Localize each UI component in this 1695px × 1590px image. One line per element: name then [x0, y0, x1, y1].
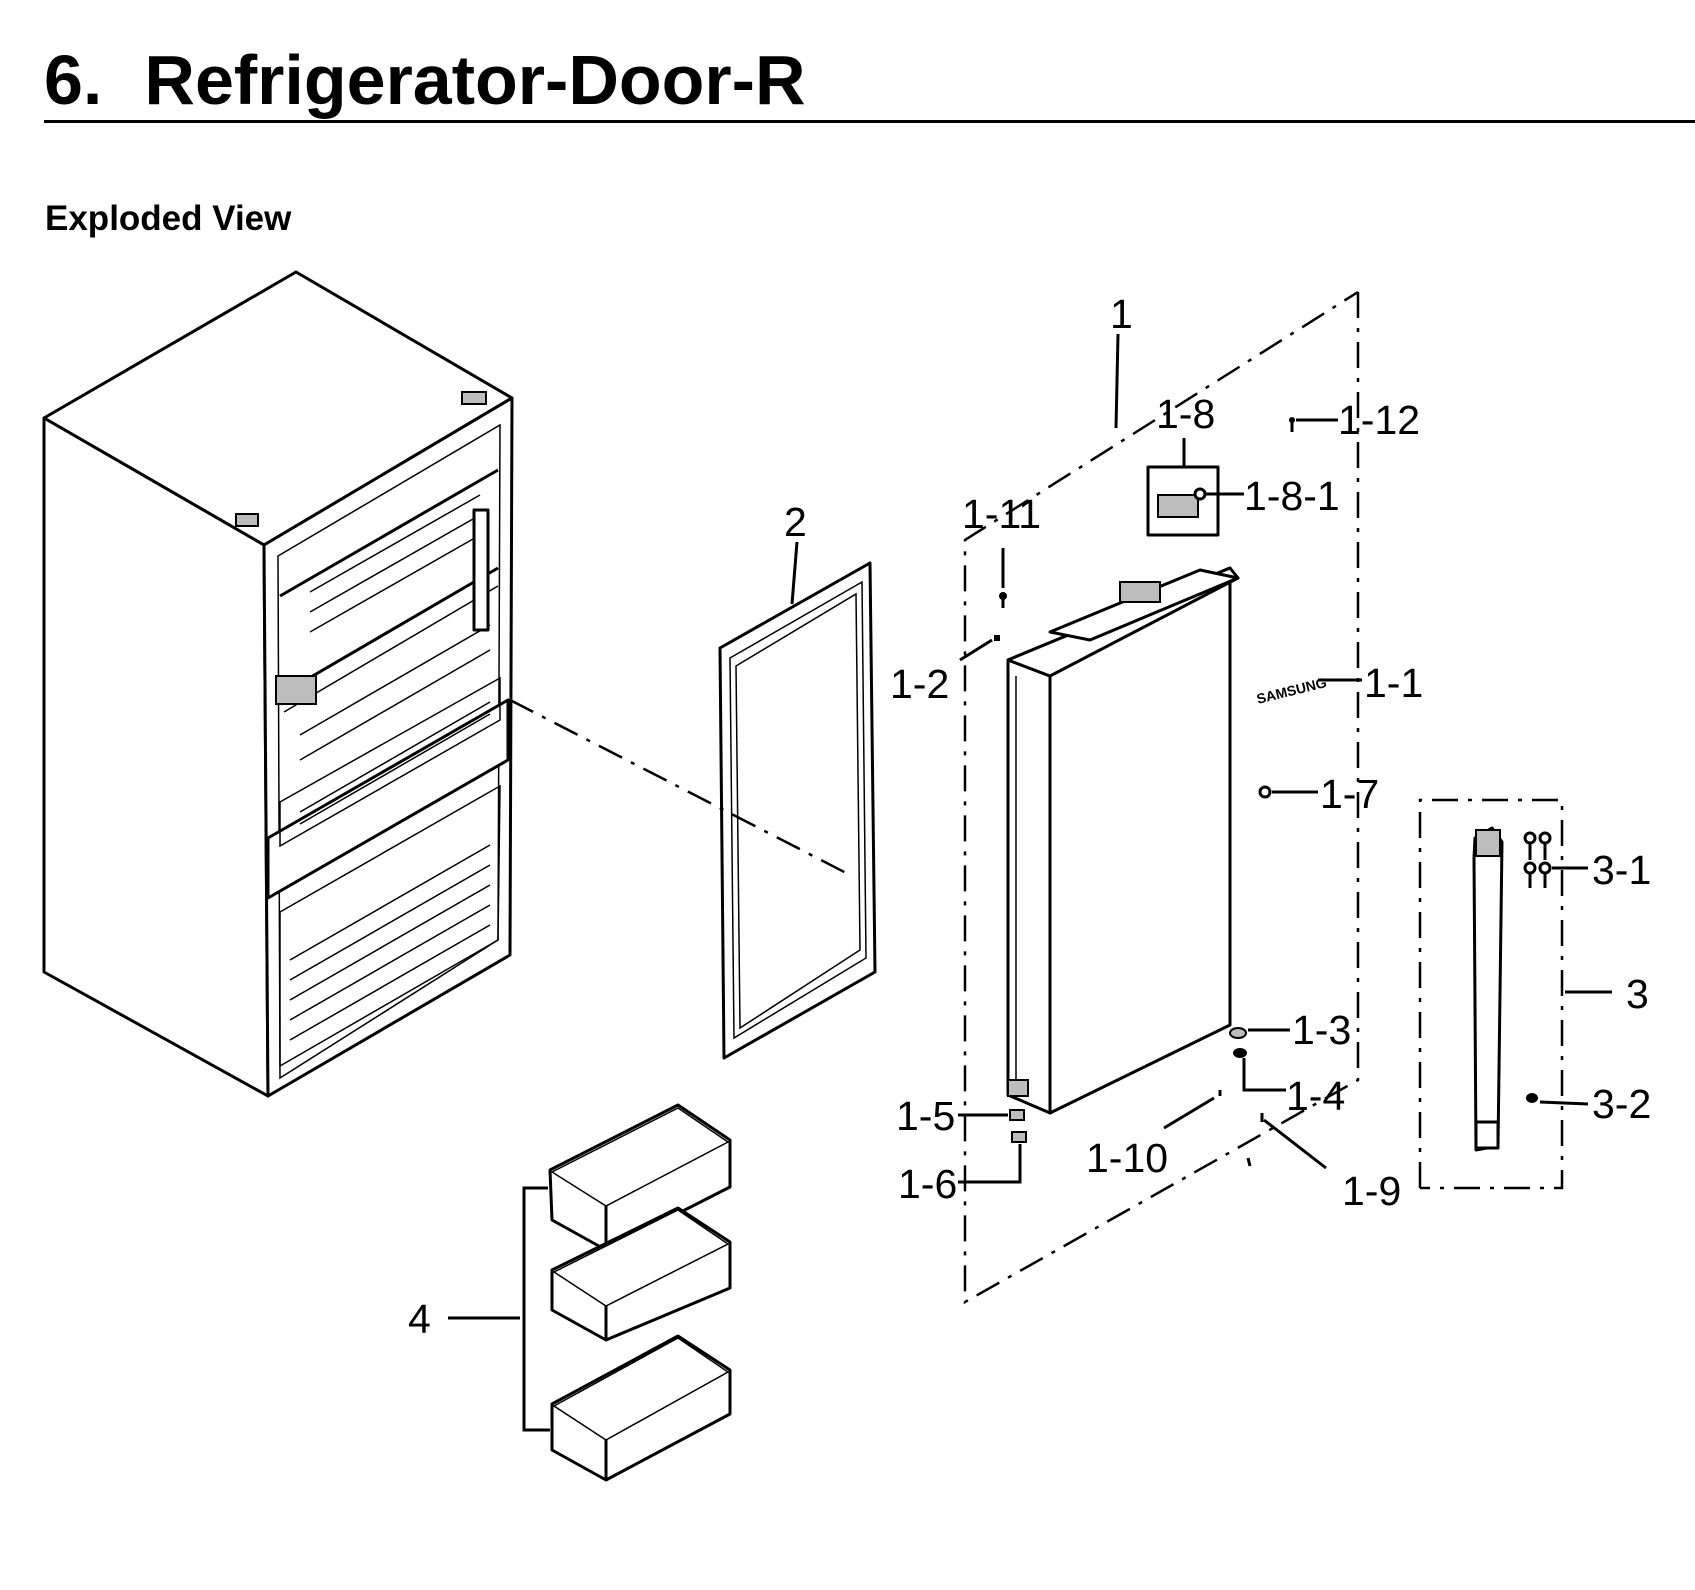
stopper-1-5: [1009, 1109, 1025, 1121]
cabinet-front-opening: [262, 396, 514, 1098]
handle-top-cap: [1475, 829, 1501, 857]
leader-1-4: [1242, 1058, 1286, 1092]
leader-1: [1114, 333, 1120, 429]
hinge-cover: [1157, 494, 1199, 518]
gasket-inner-edge: [735, 592, 861, 1030]
cap-1-3: [1229, 1027, 1247, 1039]
leader-4-bracket: [522, 1186, 550, 1432]
callout-3-1: 3-1: [1592, 847, 1651, 893]
pin-1-6: [1011, 1131, 1027, 1143]
cabinet-freezer-rack: [289, 864, 491, 981]
cabinet-freezer-rack: [289, 844, 491, 961]
door-assembly: SAMSUNG: [1006, 566, 1328, 1115]
cabinet-top-hinge: [235, 513, 259, 527]
exploded-view-heading: Exploded View: [45, 199, 292, 238]
callout-1-9: 1-9: [1342, 1168, 1401, 1214]
leader-1-6: [958, 1144, 1022, 1184]
callout-1-5: 1-5: [896, 1093, 955, 1139]
door-bottom-hinge-pad: [1007, 1079, 1029, 1097]
section-title: Refrigerator-Door-R: [144, 41, 806, 119]
callout-1-10: 1-10: [1086, 1135, 1168, 1181]
section-number: 6.: [44, 41, 103, 119]
small-parts: [994, 417, 1295, 1167]
callout-1-3: 1-3: [1292, 1007, 1351, 1053]
cabinet-crisper-rib: [299, 713, 491, 825]
leader-1-9: [1263, 1118, 1327, 1170]
gasket-outer: [718, 561, 877, 1060]
callout-1-11: 1-11: [962, 491, 1041, 537]
cabinet-freezer-rack: [289, 884, 491, 1001]
screw-3-1-head: [1523, 831, 1537, 845]
callout-1-8: 1-8: [1156, 391, 1215, 437]
callout-1-7: 1-7: [1320, 771, 1379, 817]
part-1-7: [1258, 785, 1272, 799]
handle-assembly-outline: [1418, 798, 1564, 1190]
door-bin: [550, 1334, 732, 1482]
door-handle-assembly: [1418, 798, 1564, 1190]
cabinet-shelf-line: [309, 514, 481, 613]
cabinet-shelf-line: [279, 468, 499, 598]
screw-3-1-head: [1538, 861, 1552, 875]
page-title: 6. Refrigerator-Door-R: [44, 38, 806, 122]
callout-1-4: 1-4: [1286, 1073, 1345, 1119]
washer-1-4: [1233, 1048, 1247, 1058]
cabinet-shelf-line: [309, 534, 481, 633]
part-3-2: [1526, 1093, 1538, 1103]
callout-4: 4: [408, 1296, 431, 1342]
cabinet-shelf-line: [283, 585, 499, 713]
cabinet-control-panel: [275, 675, 317, 705]
hinge-cover-cap-1-8-1: [1193, 487, 1207, 501]
screw-3-1-head: [1523, 861, 1537, 875]
title-underline: [44, 120, 1695, 123]
callout-1-12: 1-12: [1338, 397, 1420, 443]
screw-1-12-head: [1289, 417, 1295, 423]
callout-1: 1: [1110, 291, 1133, 337]
door-bins: [548, 1103, 732, 1482]
refrigerator-cabinet: [42, 270, 514, 1098]
callout-3-2: 3-2: [1592, 1081, 1651, 1127]
cabinet-shelf-line: [299, 624, 491, 736]
callout-1-1: 1-1: [1364, 660, 1423, 706]
cabinet-water-filter: [472, 508, 490, 632]
door-assembly-outline: [963, 290, 1360, 1305]
leader-1-2: [959, 638, 993, 662]
callout-1-2: 1-2: [890, 661, 949, 707]
cabinet-shelf-line: [279, 566, 499, 697]
cabinet-top-hinge: [461, 391, 487, 405]
callout-labels: 1 1-8 1-12 1-8-1 1-11 2 1-2 1-1 1-7 3-1 …: [408, 291, 1651, 1342]
callout-2: 2: [784, 499, 807, 545]
cabinet-freezer-interior: [279, 784, 501, 1068]
door-side-edge: [1006, 658, 1052, 1115]
alignment-line: [509, 698, 853, 878]
door-bin: [550, 1206, 732, 1342]
cabinet-crisper-rib: [299, 701, 491, 813]
screw-1-11-head: [999, 592, 1007, 600]
door-gasket: [718, 561, 877, 1060]
leader-lines: [448, 333, 1612, 1432]
leader-1-10: [1163, 1096, 1215, 1130]
gasket-inner: [729, 580, 867, 1040]
part-1-9-b: [1246, 1157, 1252, 1167]
handle-bar: [1472, 826, 1504, 1152]
callout-1-8-1: 1-8-1: [1244, 473, 1340, 519]
cabinet-shelf-line: [299, 649, 491, 761]
leader-3-2: [1539, 1100, 1589, 1106]
part-1-2: [994, 635, 1000, 641]
samsung-logo: SAMSUNG: [1255, 674, 1328, 707]
cabinet-freezer-rack: [289, 924, 491, 1041]
cabinet-crisper: [279, 676, 501, 848]
callout-1-6: 1-6: [898, 1161, 957, 1207]
callout-3: 3: [1626, 971, 1649, 1017]
cabinet-shelf-line: [309, 494, 481, 593]
leader-2: [790, 541, 799, 605]
door-top-hinge-block: [1119, 581, 1161, 603]
cabinet-freezer-rack: [289, 904, 491, 1021]
screw-3-1-head: [1538, 831, 1552, 845]
handle-bottom-cap: [1474, 1120, 1500, 1150]
